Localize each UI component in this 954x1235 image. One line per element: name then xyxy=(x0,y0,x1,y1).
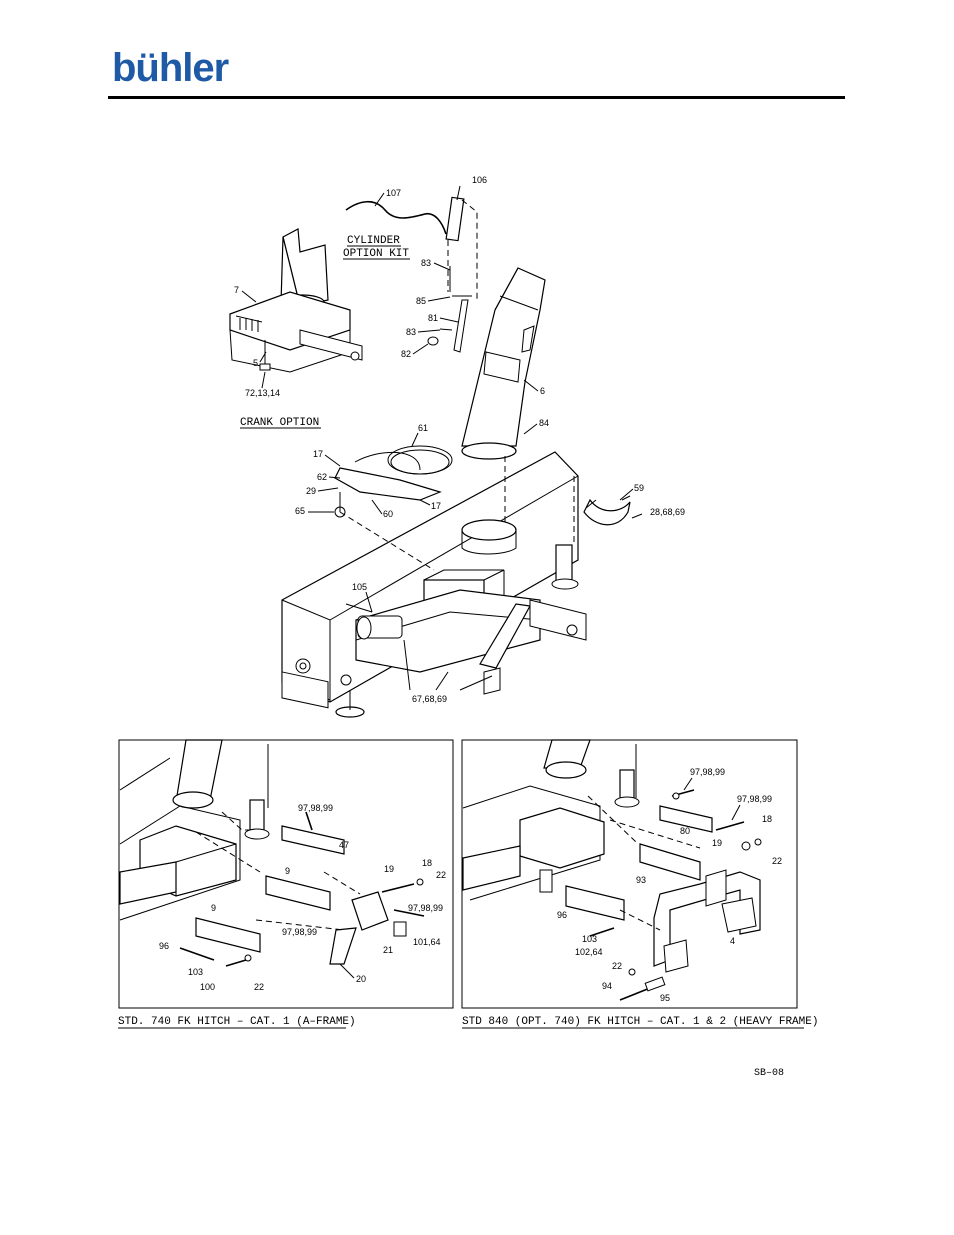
callout-107: 107 xyxy=(386,188,401,198)
callout-106: 106 xyxy=(472,175,487,185)
left-hitch-plate xyxy=(351,891,389,931)
right-callout-102-64: 102,64 xyxy=(575,947,603,957)
right-callout-19: 19 xyxy=(712,838,722,848)
bracket-60 xyxy=(334,467,442,501)
callout-29: 29 xyxy=(306,486,316,496)
callout-28-68-69: 28,68,69 xyxy=(650,507,685,517)
left-callout-47: 47 xyxy=(339,840,349,850)
right-inset xyxy=(461,739,798,1009)
right-callouts: 97,98,99 97,98,99 18 80 19 22 93 96 103 … xyxy=(557,767,782,1003)
left-inset xyxy=(118,739,454,1009)
right-bar-80 xyxy=(659,805,713,833)
callout-85: 85 xyxy=(416,296,426,306)
left-callout-96: 96 xyxy=(159,941,169,951)
header-rule xyxy=(108,96,845,99)
jack-stand xyxy=(555,544,573,582)
left-callout-19: 19 xyxy=(384,864,394,874)
left-bar-47 xyxy=(281,825,345,855)
right-callout-96: 96 xyxy=(557,910,567,920)
left-callout-97-98-99-right: 97,98,99 xyxy=(408,903,443,913)
sheet-id: SB–08 xyxy=(754,1068,784,1079)
clamp-59 xyxy=(583,498,631,526)
left-bar-9-upper xyxy=(265,875,331,911)
right-callout-22-lower: 22 xyxy=(612,961,622,971)
caption-left-hitch: STD. 740 FK HITCH – CAT. 1 (A–FRAME) xyxy=(118,1016,356,1028)
left-callout-9-lower: 9 xyxy=(211,903,216,913)
callout-105: 105 xyxy=(352,582,367,592)
callout-17-left: 17 xyxy=(313,449,323,459)
hydraulic-cylinder-106 xyxy=(445,196,465,242)
callout-83-upper: 83 xyxy=(421,258,431,268)
right-callout-94: 94 xyxy=(602,981,612,991)
right-callout-103: 103 xyxy=(582,934,597,944)
right-callout-22-upper: 22 xyxy=(772,856,782,866)
caption-right-hitch: STD 840 (OPT. 740) FK HITCH – CAT. 1 & 2… xyxy=(462,1016,818,1028)
callout-83-lower: 83 xyxy=(406,327,416,337)
housing-outlet-ring xyxy=(461,519,517,541)
left-callout-101-64: 101,64 xyxy=(413,937,441,947)
left-callout-22-upper: 22 xyxy=(436,870,446,880)
caption-option-kit: OPTION KIT xyxy=(343,248,409,260)
callout-6: 6 xyxy=(540,386,545,396)
callout-65: 65 xyxy=(295,506,305,516)
left-callout-22-lower: 22 xyxy=(254,982,264,992)
crank-handle-81 xyxy=(453,299,469,353)
callout-5: 5 xyxy=(253,358,258,368)
right-callout-95: 95 xyxy=(660,993,670,1003)
left-callout-97-98-99-left: 97,98,99 xyxy=(282,927,317,937)
callout-59: 59 xyxy=(634,483,644,493)
left-callout-97-98-99-top: 97,98,99 xyxy=(298,803,333,813)
callout-7: 7 xyxy=(234,285,239,295)
callout-82: 82 xyxy=(401,349,411,359)
right-callout-18: 18 xyxy=(762,814,772,824)
callout-60: 60 xyxy=(383,509,393,519)
caption-crank-option: CRANK OPTION xyxy=(240,417,319,429)
main-assembly xyxy=(229,185,643,718)
callout-81: 81 xyxy=(428,313,438,323)
callout-84: 84 xyxy=(539,418,549,428)
callout-61: 61 xyxy=(418,423,428,433)
left-callout-20: 20 xyxy=(356,974,366,984)
left-callout-21: 21 xyxy=(383,945,393,955)
left-callout-9-upper: 9 xyxy=(285,866,290,876)
callout-17-right: 17 xyxy=(431,501,441,511)
caption-cylinder: CYLINDER xyxy=(347,235,400,247)
hydraulic-hose-107 xyxy=(345,200,447,235)
right-bar-93 xyxy=(639,843,701,881)
right-callout-97-98-99-right: 97,98,99 xyxy=(737,794,772,804)
left-callout-18: 18 xyxy=(422,858,432,868)
left-callouts: 97,98,99 47 9 19 18 22 97,98,99 97,98,99… xyxy=(159,803,446,992)
left-callout-100: 100 xyxy=(200,982,215,992)
callout-67-68-69: 67,68,69 xyxy=(412,694,447,704)
left-bar-9-lower xyxy=(195,917,261,953)
right-callout-80: 80 xyxy=(680,826,690,836)
spout-ring xyxy=(461,442,517,460)
right-callout-97-98-99-top: 97,98,99 xyxy=(690,767,725,777)
buhler-logo: bühler xyxy=(112,46,229,90)
right-bar-103 xyxy=(565,885,625,921)
left-brace-20 xyxy=(329,927,357,965)
right-callout-4: 4 xyxy=(730,936,735,946)
callout-72-13-14: 72,13,14 xyxy=(245,388,280,398)
main-callouts: 107 106 CYLINDER OPTION KIT 83 85 81 83 … xyxy=(234,175,685,704)
right-callout-93: 93 xyxy=(636,875,646,885)
callout-62: 62 xyxy=(317,472,327,482)
left-callout-103: 103 xyxy=(188,967,203,977)
